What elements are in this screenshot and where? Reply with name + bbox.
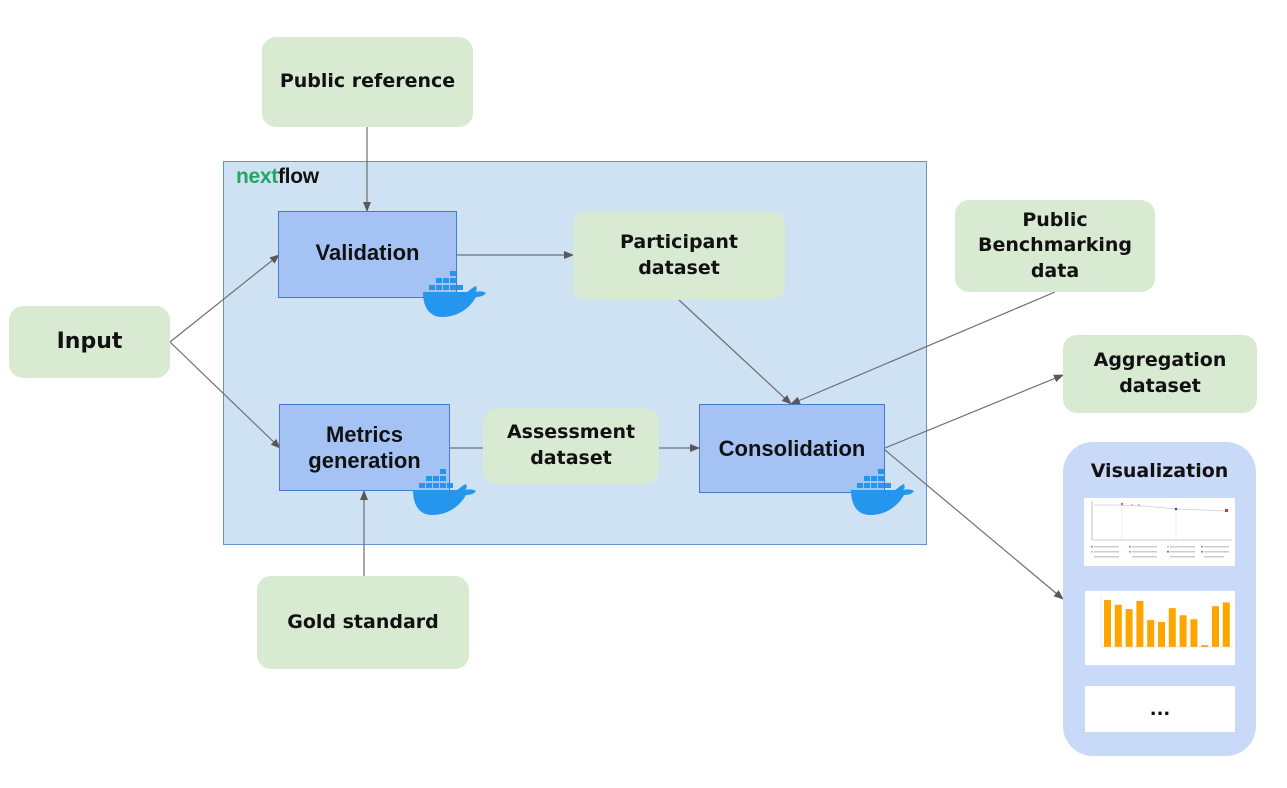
node-public-benchmarking-line-2: Benchmarking data [978, 234, 1132, 282]
node-input: Input [9, 306, 170, 378]
node-consolidation: Consolidation [699, 404, 885, 493]
bar-thumbnail-bar [1212, 606, 1219, 647]
visualization-title: Visualization [1090, 460, 1229, 482]
bar-thumbnail-bar [1147, 620, 1155, 647]
node-public-benchmarking-line-1: Public [1022, 208, 1088, 231]
node-consolidation-label: Consolidation [718, 435, 866, 461]
node-gold-standard-label: Gold standard [287, 610, 439, 633]
node-validation-label: Validation [315, 239, 420, 265]
node-input-label: Input [56, 329, 123, 355]
bar-thumbnail-bar [1136, 600, 1144, 647]
node-public-reference-label: Public reference [279, 70, 456, 93]
bar-thumbnail-bar [1179, 615, 1187, 647]
node-aggregation-dataset-line-2: dataset [1119, 375, 1201, 397]
docker-whale-icon [423, 271, 486, 317]
bar-thumbnail-bar [1104, 600, 1111, 647]
node-assessment-dataset-line-2: dataset [530, 447, 612, 469]
bar-thumbnail-bar [1125, 609, 1133, 647]
bar-thumbnail-bar [1201, 645, 1209, 647]
bar-thumbnail-bar [1158, 622, 1165, 647]
nextflow-logo-suffix: flow [277, 165, 319, 188]
node-public-reference: Public reference [262, 37, 473, 127]
nextflow-logo: nextflow [236, 165, 319, 189]
bar-thumbnail-bar [1190, 619, 1198, 647]
node-metrics-generation-line-1: Metrics [325, 422, 404, 448]
docker-whale-icon [413, 469, 476, 515]
node-assessment-dataset: Assessment dataset [483, 408, 659, 484]
node-aggregation-dataset-line-1: Aggregation [1093, 349, 1227, 372]
more-visualizations-label: ... [1149, 698, 1171, 720]
line-chart-thumbnail [1084, 498, 1235, 566]
node-aggregation-dataset: Aggregation dataset [1063, 335, 1257, 413]
node-participant-dataset: Participant dataset [573, 211, 785, 300]
node-public-benchmarking-data: Public Benchmarking data [955, 200, 1155, 292]
node-metrics-generation: Metrics generation [279, 404, 450, 491]
node-validation: Validation [278, 211, 457, 298]
bar-chart-thumbnail [1085, 591, 1235, 665]
node-metrics-generation-line-2: generation [308, 447, 421, 473]
nextflow-logo-prefix: next [236, 165, 278, 188]
more-visualizations-placeholder: ... [1085, 686, 1235, 732]
bar-thumbnail-bar [1222, 602, 1230, 647]
node-participant-dataset-line-2: dataset [638, 256, 720, 279]
bar-thumbnail-bar [1114, 604, 1122, 647]
bar-thumbnail-bar [1168, 608, 1176, 647]
node-gold-standard: Gold standard [257, 576, 469, 669]
docker-whale-icon [851, 469, 914, 515]
node-assessment-dataset-line-1: Assessment [506, 421, 636, 444]
node-participant-dataset-line-1: Participant [619, 230, 738, 253]
